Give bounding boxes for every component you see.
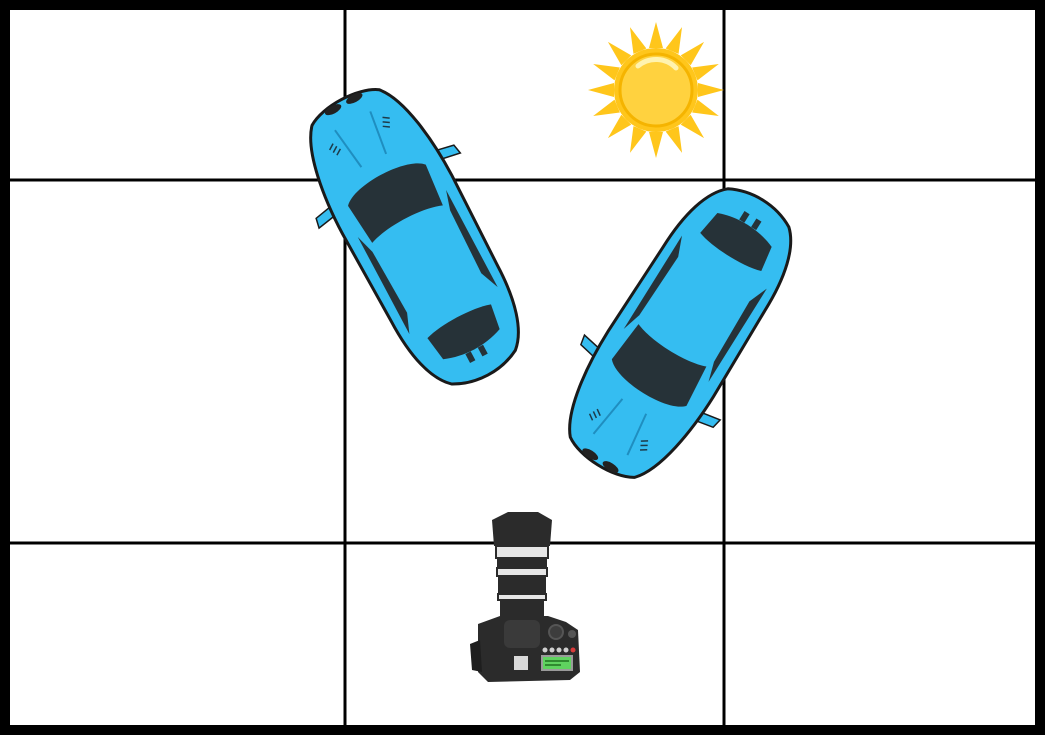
- camera-icon: [470, 512, 580, 682]
- sun-icon: [588, 22, 724, 158]
